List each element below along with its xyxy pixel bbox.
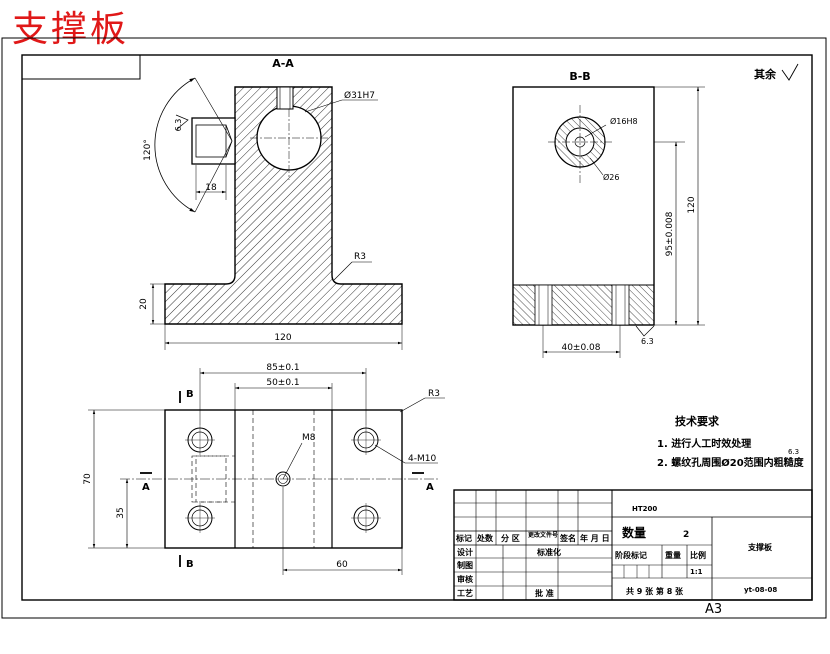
aa-bore-dim: Ø31H7 xyxy=(344,90,375,101)
bb-dim-40: 40±0.08 xyxy=(561,343,600,353)
aa-dim-20: 20 xyxy=(139,298,149,310)
bb-section-view: B-B Ø16H8 Ø26 95±0.008 xyxy=(512,70,705,358)
drawing-title: 支撑板 xyxy=(12,9,130,50)
tb-material: HT200 xyxy=(632,505,657,513)
tech-heading: 技术要求 xyxy=(675,414,720,428)
cut-a-right: A xyxy=(426,482,434,493)
tb-approve-label: 批 准 xyxy=(535,588,554,598)
tb-row-label-3: 更改文件号 xyxy=(528,531,558,539)
tb-left-label-2: 审核 xyxy=(457,574,473,584)
bb-dim-120: 120 xyxy=(687,196,697,213)
tb-sheets: 共 9 张 第 8 张 xyxy=(626,586,684,596)
inner-border xyxy=(21,54,813,601)
cut-b-top: B xyxy=(186,389,194,400)
plan-dim-50: 50±0.1 xyxy=(266,378,299,388)
tb-part-name: 支撑板 xyxy=(747,542,773,552)
aa-dim-120: 120 xyxy=(274,333,291,343)
aa-section-view: A-A 120° 6.3 1 xyxy=(139,57,403,350)
sheet-size-label: A3 xyxy=(705,602,722,617)
tb-row-label-4: 签名 xyxy=(559,533,576,543)
tech-requirements: 技术要求 1. 进行人工时效处理 2. 螺纹孔周围Ø20范围内粗糙度 6.3 xyxy=(657,414,805,469)
plan-m8: M8 xyxy=(302,433,316,443)
m8-hole xyxy=(275,471,291,487)
tb-quantity-value: 2 xyxy=(683,530,689,540)
aa-label: A-A xyxy=(272,57,294,70)
bolt-hole-bl xyxy=(185,503,215,533)
bolt-hole-tr xyxy=(351,425,381,455)
cut-a-left: A xyxy=(142,482,150,493)
plan-4m10: 4-M10 xyxy=(408,454,436,464)
plan-dim-35: 35 xyxy=(116,507,126,518)
tb-scale: 比例 xyxy=(690,550,706,560)
tb-weight: 重量 xyxy=(665,550,681,560)
tb-drawing-no: yt-08-08 xyxy=(744,586,777,594)
bolt-hole-tl xyxy=(185,425,215,455)
aa-roughness: 6.3 xyxy=(174,119,183,132)
aa-r3: R3 xyxy=(354,252,366,262)
tb-quantity-label: 数量 xyxy=(622,525,646,540)
cut-b-bottom: B xyxy=(186,559,194,570)
plan-dim-70: 70 xyxy=(83,473,93,485)
aa-dim-18: 18 xyxy=(205,183,217,193)
bb-roughness: 6.3 xyxy=(641,337,654,346)
title-block xyxy=(453,489,813,601)
bb-small-dim: Ø26 xyxy=(603,172,619,182)
tb-left-label-1: 制图 xyxy=(457,560,473,570)
tb-stage-mark: 阶段标记 xyxy=(615,550,647,560)
plan-dim-60: 60 xyxy=(336,560,348,570)
roughness-note: 其余 xyxy=(754,67,777,81)
tech-item-2: 2. 螺纹孔周围Ø20范围内粗糙度 xyxy=(657,456,805,469)
plan-dim-85: 85±0.1 xyxy=(266,363,299,373)
roughness-symbol xyxy=(781,63,799,81)
tb-std-label: 标准化 xyxy=(536,547,561,557)
tb-left-label-3: 工艺 xyxy=(457,588,473,598)
plan-r3: R3 xyxy=(428,389,440,399)
plan-view: M8 4-M10 R3 85±0.1 50±0.1 70 xyxy=(83,363,445,575)
bolt-hole-br xyxy=(351,503,381,533)
outer-border xyxy=(1,37,827,619)
bb-dim-95: 95±0.008 xyxy=(665,211,675,256)
aa-angle-dim: 120° xyxy=(143,139,153,161)
tb-row-label-0: 标记 xyxy=(455,533,472,543)
code-box xyxy=(21,54,141,80)
bb-label: B-B xyxy=(569,70,590,83)
tb-scale-value: 1:1 xyxy=(690,568,703,576)
tech-roughness: 6.3 xyxy=(788,448,799,456)
title-block-text: HT200 数量 2 支撑板 阶段标记 重量 比例 1:1 共 9 张 第 8 … xyxy=(455,505,777,598)
tb-left-label-0: 设计 xyxy=(457,547,473,557)
tb-row-label-2: 分 区 xyxy=(501,533,520,543)
bb-bore-dim: Ø16H8 xyxy=(610,116,638,126)
tb-row-label-1: 处数 xyxy=(476,533,494,543)
tech-item-1: 1. 进行人工时效处理 xyxy=(657,437,751,450)
tb-row-label-5: 年 月 日 xyxy=(580,533,610,543)
